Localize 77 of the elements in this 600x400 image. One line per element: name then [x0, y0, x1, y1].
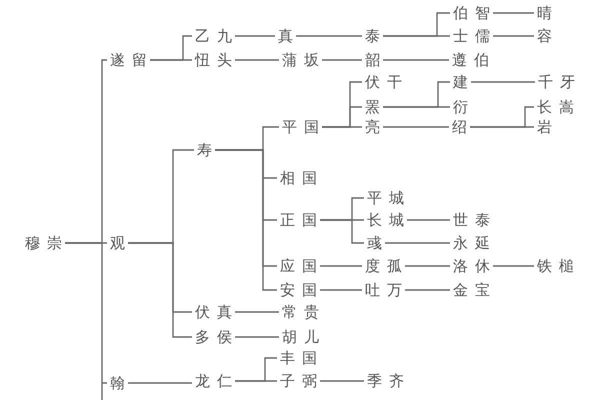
tree-line — [320, 380, 364, 382]
person-name: 建 — [453, 74, 468, 90]
person-name: 伏真 — [195, 304, 232, 320]
person-name: 亮 — [365, 119, 380, 135]
person-name: 罴 — [365, 99, 380, 115]
tree-line — [150, 59, 192, 61]
person-name: 安国 — [280, 282, 317, 298]
tree-line — [493, 265, 534, 267]
person-name: 平城 — [367, 190, 404, 206]
person-name: 晴 — [537, 5, 552, 21]
person-name: 铁槌 — [537, 258, 574, 274]
person-name: 龙仁 — [195, 373, 232, 389]
person-name: 岩 — [537, 119, 552, 135]
person-name: 胡儿 — [282, 329, 319, 345]
tree-line — [320, 219, 364, 244]
tree-line — [235, 336, 279, 338]
person-name: 正国 — [280, 212, 317, 228]
person-name: 平国 — [282, 119, 319, 135]
person-name: 多侯 — [195, 329, 232, 345]
tree-line — [405, 265, 450, 267]
tree-line — [320, 289, 362, 291]
person-name: 子弼 — [280, 373, 317, 389]
person-name: 穆崇 — [25, 235, 62, 251]
person-name: 忸头 — [195, 52, 232, 68]
person-name: 翰 — [110, 375, 125, 391]
tree-line — [471, 81, 535, 83]
person-name: 寿 — [197, 142, 212, 158]
tree-line — [320, 265, 362, 267]
person-name: 真 — [278, 28, 293, 44]
person-name: 金宝 — [453, 282, 490, 298]
tree-line — [407, 219, 450, 221]
person-name: 长城 — [367, 212, 404, 228]
person-name: 洛休 — [453, 258, 490, 274]
person-name: 乙九 — [195, 28, 232, 44]
person-name: 绍 — [452, 119, 467, 135]
tree-line — [383, 106, 450, 108]
person-name: 遂留 — [110, 52, 147, 68]
tree-line — [235, 59, 279, 61]
tree-line — [64, 242, 108, 400]
tree-line — [385, 242, 450, 244]
tree-line — [235, 380, 277, 382]
tree-line — [235, 311, 279, 313]
person-name: 蒲坂 — [282, 52, 319, 68]
person-name: 季齐 — [367, 373, 404, 389]
person-name: 伏干 — [365, 74, 402, 90]
person-name: 韶 — [365, 52, 380, 68]
tree-line — [322, 59, 362, 61]
person-name: 常贵 — [282, 304, 319, 320]
person-name: 度孤 — [365, 258, 402, 274]
tree-line — [383, 126, 449, 128]
person-name: 丰国 — [280, 350, 317, 366]
person-name: 彧 — [367, 235, 382, 251]
tree-line — [493, 12, 534, 14]
tree-line — [296, 35, 362, 37]
tree-line — [322, 126, 362, 128]
person-name: 士儒 — [453, 28, 490, 44]
person-name: 衍 — [453, 99, 468, 115]
tree-line — [235, 35, 275, 37]
tree-line — [383, 35, 450, 37]
person-name: 永延 — [453, 235, 490, 251]
person-name: 伯智 — [453, 5, 490, 21]
tree-line — [383, 59, 449, 61]
tree-line — [493, 35, 534, 37]
person-name: 容 — [537, 28, 552, 44]
person-name: 观 — [110, 235, 125, 251]
person-name: 相国 — [280, 170, 317, 186]
tree-line — [128, 382, 192, 384]
person-name: 世泰 — [453, 212, 490, 228]
person-name: 千牙 — [538, 74, 575, 90]
tree-line — [128, 242, 192, 338]
person-name: 遵伯 — [452, 52, 489, 68]
tree-line — [405, 289, 450, 291]
person-name: 泰 — [365, 28, 380, 44]
tree-line — [470, 126, 534, 128]
person-name: 吐万 — [365, 282, 402, 298]
person-name: 应国 — [280, 258, 317, 274]
person-name: 长嵩 — [537, 99, 574, 115]
